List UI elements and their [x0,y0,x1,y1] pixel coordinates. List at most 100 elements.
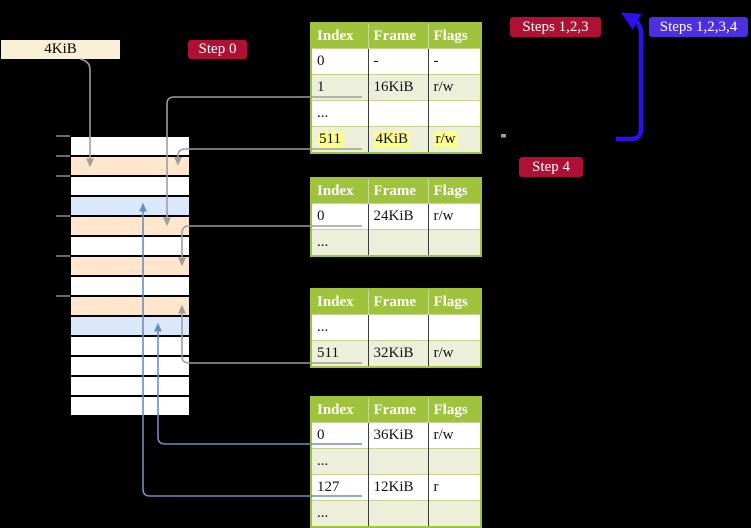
page-table-entry: ... [311,500,481,527]
memory-frame-free [70,276,190,296]
page-table-entry: 511 32KiB r/w [311,340,481,367]
page-table-cell: ... [311,314,368,341]
steps-1234-badge: Steps 1,2,3,4 [649,17,748,37]
cell-text: 36KiB [373,427,414,443]
page-table-cell: 0 [311,48,368,75]
column-header: Flags [427,23,481,49]
page-table-cell: 24KiB [367,203,428,230]
page-table-entry: 0 24KiB r/w [311,203,481,230]
page-table-cell: 127 [311,474,368,501]
highlighted-cell-text: 511 [317,131,343,147]
page-table-cell [427,100,481,127]
page-table-cell [427,314,481,341]
page-table-cell: 511 [311,126,368,153]
highlighted-cell-text: 4KiB [373,131,411,147]
cell-text: 24KiB [373,208,414,224]
column-header: Index [311,289,368,315]
page-table-entry: 1 16KiB r/w [311,74,481,101]
page-table-cell [367,314,428,341]
cell-text: 1 [317,79,325,95]
step4-badge: Step 4 [519,157,583,177]
memory-frame-page-table [70,216,190,236]
cell-text: ... [317,105,329,121]
page-table-cell: 511 [311,340,368,367]
memory-frame-free [70,236,190,256]
cell-text: 0 [317,208,325,224]
page-table-cell [427,448,481,475]
memory-frame-mapped-page [70,316,190,336]
page-table-cell: 32KiB [367,340,428,367]
page-table-cell: ... [311,500,368,527]
cell-text: 32KiB [373,345,414,361]
column-header: Index [311,397,368,423]
cell-text: ... [317,319,329,335]
cell-text: 0 [317,427,325,443]
column-header: Index [311,178,368,204]
page-table-cell: r/w [427,74,481,101]
cell-text: r/w [433,79,454,95]
cell-text: ... [317,505,329,521]
memory-frame-page-table [70,256,190,276]
memory-frame-free [70,336,190,356]
cell-text: r/w [433,345,454,361]
page-table-cell: 4KiB [367,126,428,153]
page-table-cell: r/w [427,126,481,153]
cell-text: - [373,53,379,69]
cell-text: ... [317,453,329,469]
column-header: Frame [367,178,428,204]
page-table-cell: r [427,474,481,501]
column-header: Frame [367,23,428,49]
memory-frame-free [70,356,190,376]
cell-text: r/w [433,208,454,224]
column-header: Frame [367,397,428,423]
memory-frame-free [70,136,190,156]
cell-text: 511 [317,345,339,361]
page-table-entry: ... [311,448,481,475]
page-table-cell: ... [311,229,368,256]
column-header: Flags [427,178,481,204]
page-table-entry: ... [311,229,481,256]
page-table-cell: 12KiB [367,474,428,501]
cell-text: - [433,53,439,69]
page-table-cell [427,229,481,256]
page-table-cell: r/w [427,340,481,367]
big-steps-arrow [616,12,644,142]
column-header: Flags [427,397,481,423]
memory-frame-free [70,376,190,396]
column-header: Flags [427,289,481,315]
column-header: Index [311,23,368,49]
page-table-cell: 1 [311,74,368,101]
memory-frame-page-table [70,156,190,176]
highlighted-cell-text: r/w [433,131,458,147]
cell-text: ... [317,234,329,250]
memory-frame-free [70,396,190,416]
cell-text: r/w [433,427,454,443]
physical-memory-stack [70,136,190,416]
page-table-cell: 36KiB [367,422,428,449]
page-table-cell [367,500,428,527]
steps-123-badge: Steps 1,2,3 [510,17,601,37]
page-table-cell: 16KiB [367,74,428,101]
memory-frame-page-table [70,296,190,316]
page-table-cell: - [427,48,481,75]
step0-badge: Step 0 [188,40,247,59]
cell-text: 0 [317,53,325,69]
page-table-cell [367,100,428,127]
stack-tick-marks [56,135,70,297]
page-table-cell [367,229,428,256]
column-header: Frame [367,289,428,315]
memory-frame-free [70,176,190,196]
page-table-cell: ... [311,100,368,127]
cell-text: 127 [317,479,340,495]
cell-text: 16KiB [373,79,414,95]
page-table-entry: 511 4KiB r/w [311,126,481,153]
